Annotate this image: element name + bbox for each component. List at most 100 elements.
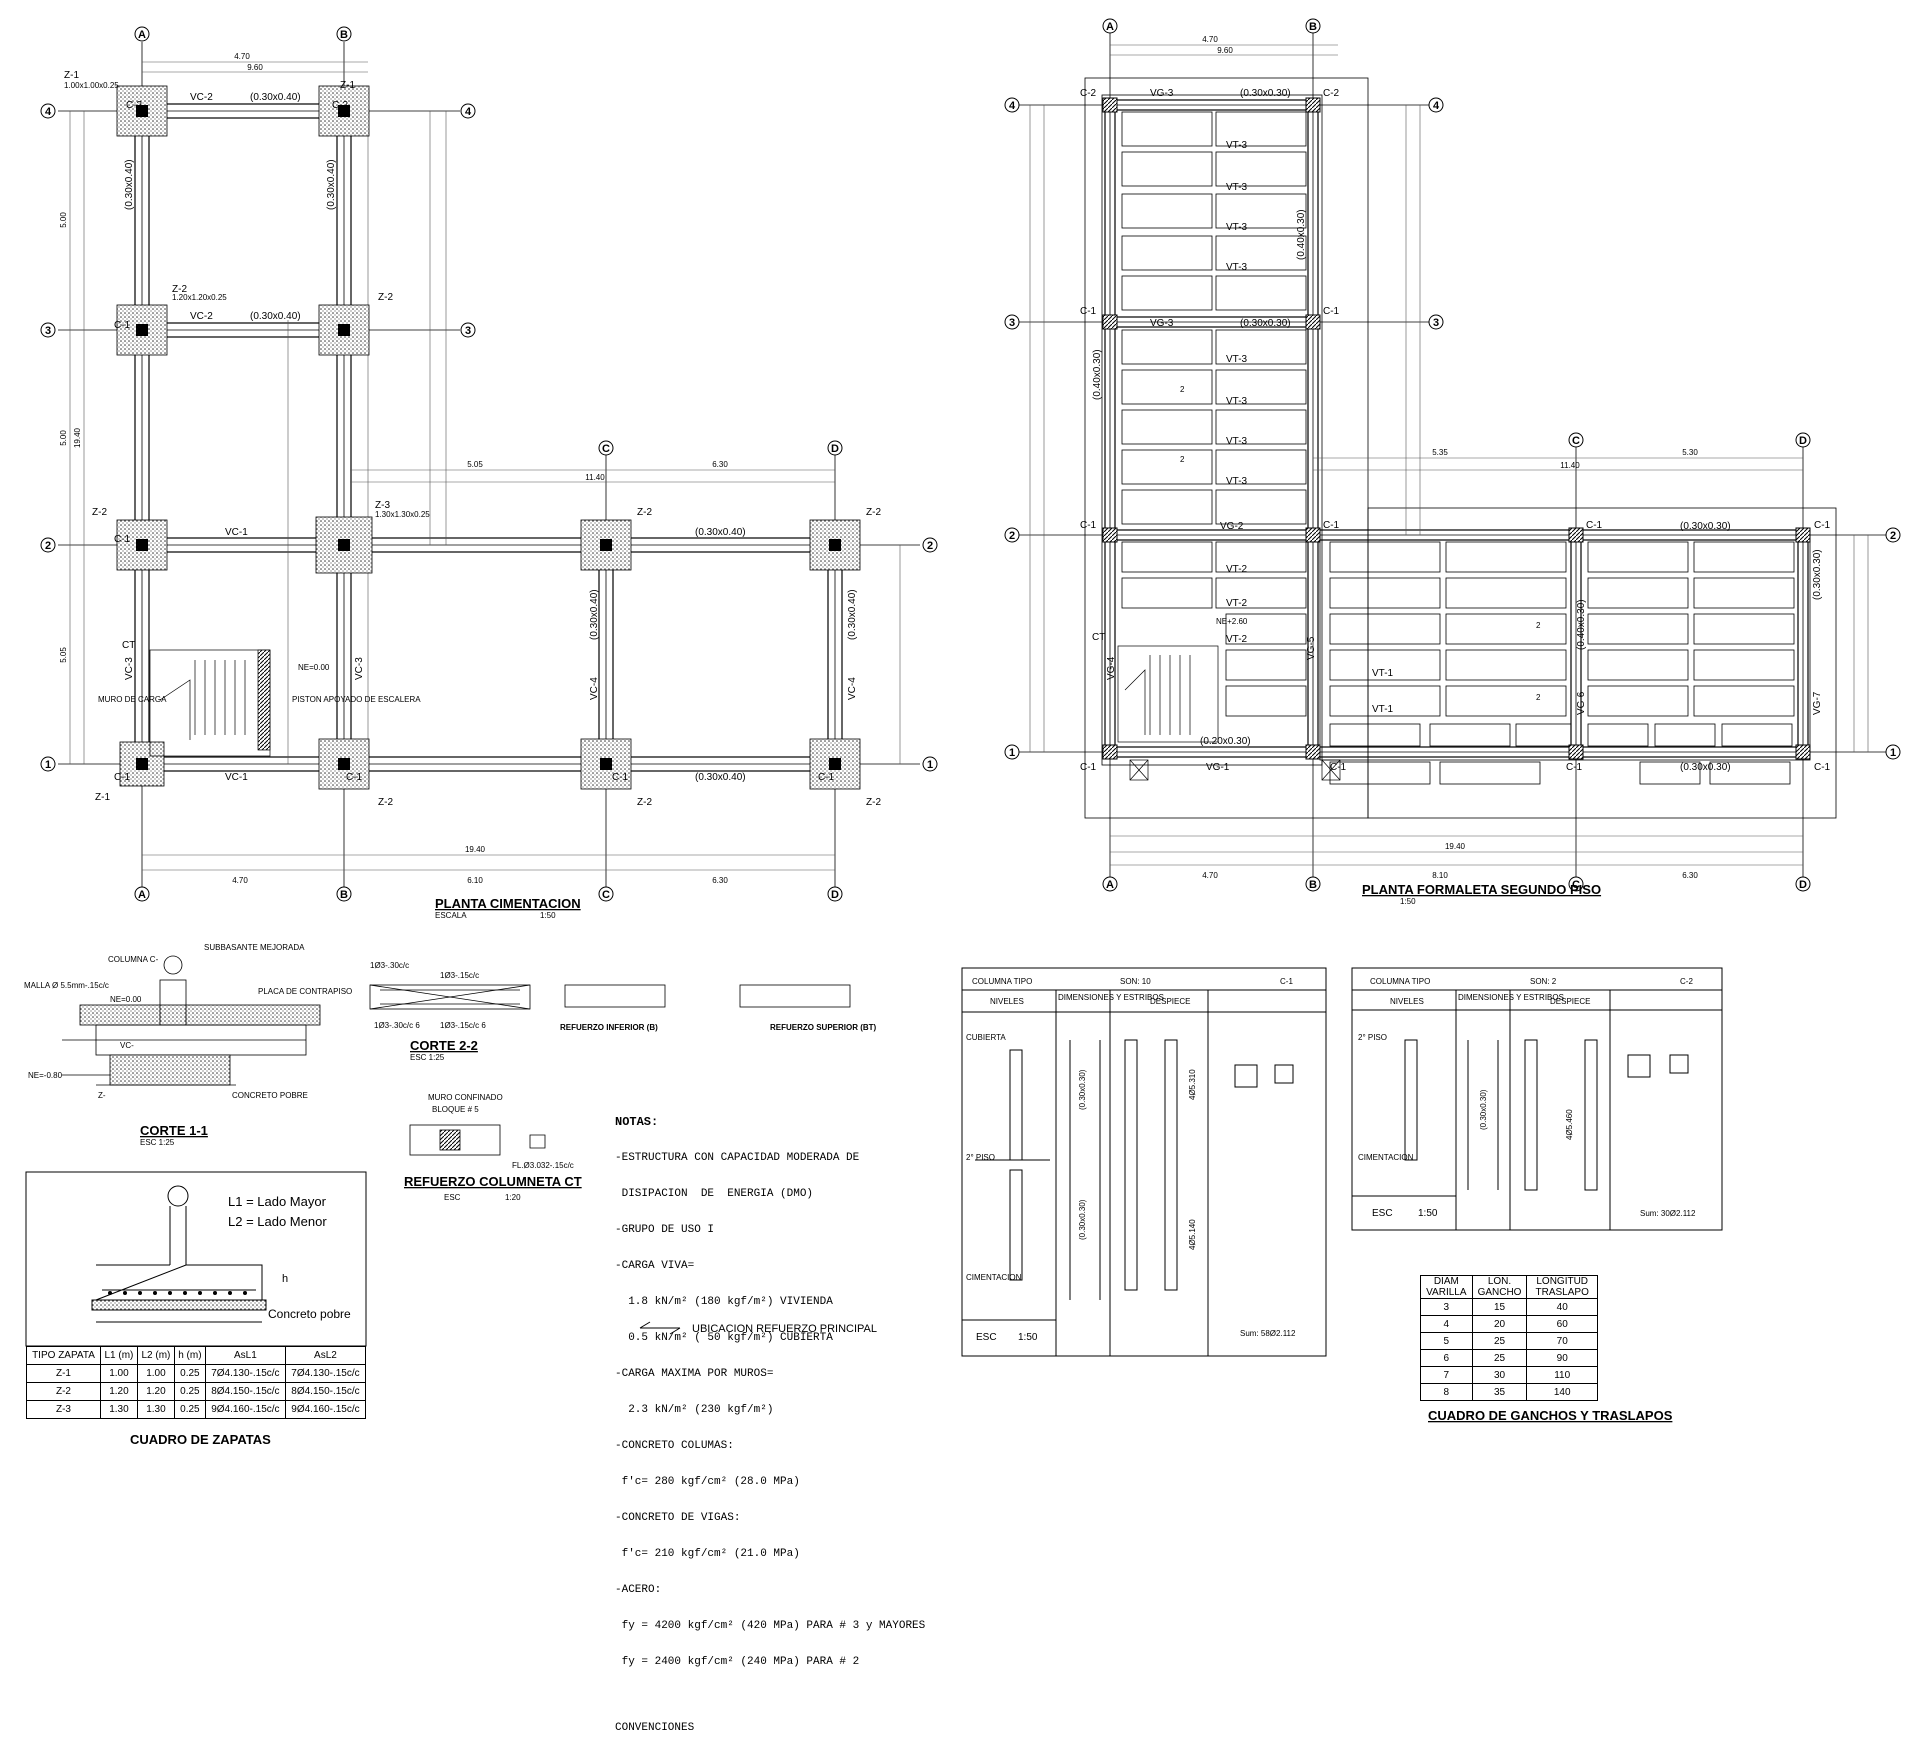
schedule-subheader: DESPIECE bbox=[1150, 997, 1190, 1006]
axis-label: D bbox=[831, 889, 839, 901]
table-row: Z-2 1.20 1.20 0.25 8Ø4.150-.15c/c 8Ø4.15… bbox=[26, 1382, 367, 1401]
table-cell: Z-1 bbox=[26, 1364, 101, 1383]
dimension: 4.70 bbox=[234, 52, 250, 61]
dimension: 5.00 bbox=[59, 212, 68, 228]
footing-size: 1.00x1.00x0.25 bbox=[64, 81, 119, 90]
scale-label: ESC bbox=[444, 1193, 461, 1202]
column-c1-schedule: COLUMNA TIPO SON: 10 C-1 NIVELES DIMENSI… bbox=[961, 967, 1327, 1357]
axis-label: 1 bbox=[927, 759, 933, 771]
beam-section: (0.30x0.40) bbox=[695, 772, 746, 783]
beam-section: (0.30x0.30) bbox=[1680, 762, 1731, 773]
table-cell: 0.25 bbox=[173, 1400, 206, 1419]
column-label: C-1 bbox=[1080, 306, 1097, 317]
dimension: 4.70 bbox=[1202, 871, 1218, 880]
table-cell: 1.30 bbox=[99, 1400, 138, 1419]
schedule-count: SON: 2 bbox=[1530, 977, 1557, 986]
table-cell: 30 bbox=[1471, 1366, 1528, 1384]
axis-label: B bbox=[340, 29, 348, 41]
note-line: fy = 4200 kgf/cm² (420 MPa) PARA # 3 y M… bbox=[615, 1620, 926, 1632]
beam-section: (0.30x0.40) bbox=[124, 159, 135, 210]
note-line: f'c= 210 kgf/cm² (21.0 MPa) bbox=[615, 1548, 800, 1560]
foundation-plan: A B C D A B C D 4 4 3 3 2 2 1 1 4.70 9.6… bbox=[40, 26, 938, 920]
schedule-header: COLUMNA TIPO bbox=[972, 977, 1032, 986]
detail-label: FL.Ø3.032-.15c/c bbox=[512, 1161, 574, 1170]
table-header: L1 (m) bbox=[99, 1346, 138, 1365]
beam-label: VG-1 bbox=[1206, 762, 1230, 773]
second-floor-title: PLANTA FORMALETA SEGUNDO PISO bbox=[1362, 882, 1601, 897]
beam-label: VC-2 bbox=[190, 311, 213, 322]
table-header: L2 (m) bbox=[136, 1346, 175, 1365]
column-label: CT bbox=[122, 640, 135, 651]
axis-label: 3 bbox=[1009, 317, 1015, 329]
dimension: 5.00 bbox=[59, 430, 68, 446]
table-cell: 1.30 bbox=[136, 1400, 175, 1419]
joist-label: VT-3 bbox=[1226, 476, 1248, 487]
table-cell: 20 bbox=[1471, 1315, 1528, 1333]
convention-label: UBICACION REFUERZO PRINCIPAL bbox=[692, 1323, 877, 1335]
table-cell: 6 bbox=[1420, 1349, 1473, 1367]
section-label: VC- bbox=[120, 1041, 134, 1050]
section-label: SUBBASANTE MEJORADA bbox=[204, 943, 305, 952]
axis-label: 1 bbox=[1009, 747, 1015, 759]
stair-note: PISTON APOYADO DE ESCALERA bbox=[292, 695, 421, 704]
beam-section: (0.30x0.30) bbox=[1240, 88, 1291, 99]
joist-label: VT-3 bbox=[1226, 354, 1248, 365]
axis-label: 4 bbox=[465, 106, 472, 118]
column-label: C-2 bbox=[1080, 88, 1097, 99]
axis-label: C bbox=[1572, 879, 1580, 891]
column-label: C-1 bbox=[818, 772, 835, 783]
level-label: 2° PISO bbox=[966, 1153, 995, 1162]
detail-title: REFUERZO COLUMNETA CT bbox=[404, 1174, 582, 1189]
footing-label: Z-2 bbox=[866, 797, 881, 808]
table-cell: 90 bbox=[1526, 1349, 1598, 1367]
axis-label: 2 bbox=[45, 540, 51, 552]
column-label: C-1 bbox=[1080, 520, 1097, 531]
beam-label: VC-3 bbox=[354, 657, 365, 680]
table-header: TIPO ZAPATA bbox=[26, 1346, 101, 1365]
detail-title: REFUERZO SUPERIOR (BT) bbox=[770, 1023, 877, 1032]
dimension: 5.30 bbox=[1682, 448, 1698, 457]
note-line: -CARGA VIVA= bbox=[615, 1260, 695, 1272]
table-cell: 1.00 bbox=[99, 1364, 138, 1383]
scale-value: ESC 1:25 bbox=[140, 1138, 175, 1147]
joist-label: VT-1 bbox=[1372, 668, 1394, 679]
axis-label: D bbox=[831, 443, 839, 455]
footing-label: Z-1 bbox=[64, 70, 79, 81]
beam-section: (0.30x0.40) bbox=[250, 311, 301, 322]
scale-label: ESCALA bbox=[435, 911, 467, 920]
joist-label: VT-2 bbox=[1226, 634, 1248, 645]
table-cell: 70 bbox=[1526, 1332, 1598, 1350]
column-label: C-1 bbox=[346, 772, 363, 783]
footing-label: Z-3 bbox=[375, 500, 390, 511]
joist-label: VT-3 bbox=[1226, 140, 1248, 151]
joist-label: VT-3 bbox=[1226, 182, 1248, 193]
table-row: Z-1 1.00 1.00 0.25 7Ø4.130-.15c/c 7Ø4.13… bbox=[26, 1364, 367, 1383]
detail-label: MURO CONFINADO bbox=[428, 1093, 503, 1102]
beam-section: (0.30x0.40) bbox=[326, 159, 337, 210]
table-cell: 0.25 bbox=[173, 1382, 206, 1401]
schedule-subheader: DIMENSIONES Y ESTRIBOS bbox=[1458, 993, 1564, 1002]
schedule-count: SON: 10 bbox=[1120, 977, 1151, 986]
footing-detail: L1 = Lado Mayor L2 = Lado Menor Concreto… bbox=[25, 1171, 367, 1347]
stair-second-floor bbox=[1117, 645, 1341, 781]
note-line: f'c= 280 kgf/cm² (28.0 MPa) bbox=[615, 1476, 800, 1488]
table-cell: Z-3 bbox=[26, 1400, 101, 1419]
beam-label: VC-3 bbox=[124, 657, 135, 680]
axis-label: 2 bbox=[927, 540, 933, 552]
beam-section: (0.20x0.30) bbox=[1200, 736, 1251, 747]
axis-label: 2 bbox=[1890, 530, 1896, 542]
scale-label: ESC bbox=[1372, 1208, 1393, 1219]
table-cell: 4 bbox=[1420, 1315, 1473, 1333]
dimension: 19.40 bbox=[73, 427, 82, 448]
level-mark: NE=0.00 bbox=[298, 663, 330, 672]
scale-value: ESC 1:25 bbox=[410, 1053, 445, 1062]
table-cell: 1.20 bbox=[136, 1382, 175, 1401]
stair-foundation bbox=[149, 649, 271, 757]
axis-label: C bbox=[1572, 435, 1580, 447]
note-line: DISIPACION DE ENERGIA (DMO) bbox=[615, 1188, 814, 1200]
beam-section: (0.30x0.30) bbox=[1680, 521, 1731, 532]
note-line: 2.3 kN/m² (230 kgf/m²) bbox=[615, 1404, 774, 1416]
table-cell: 7Ø4.130-.15c/c bbox=[204, 1364, 286, 1383]
column-label: C-1 bbox=[1330, 762, 1347, 773]
column-label: C-1 bbox=[114, 320, 131, 331]
